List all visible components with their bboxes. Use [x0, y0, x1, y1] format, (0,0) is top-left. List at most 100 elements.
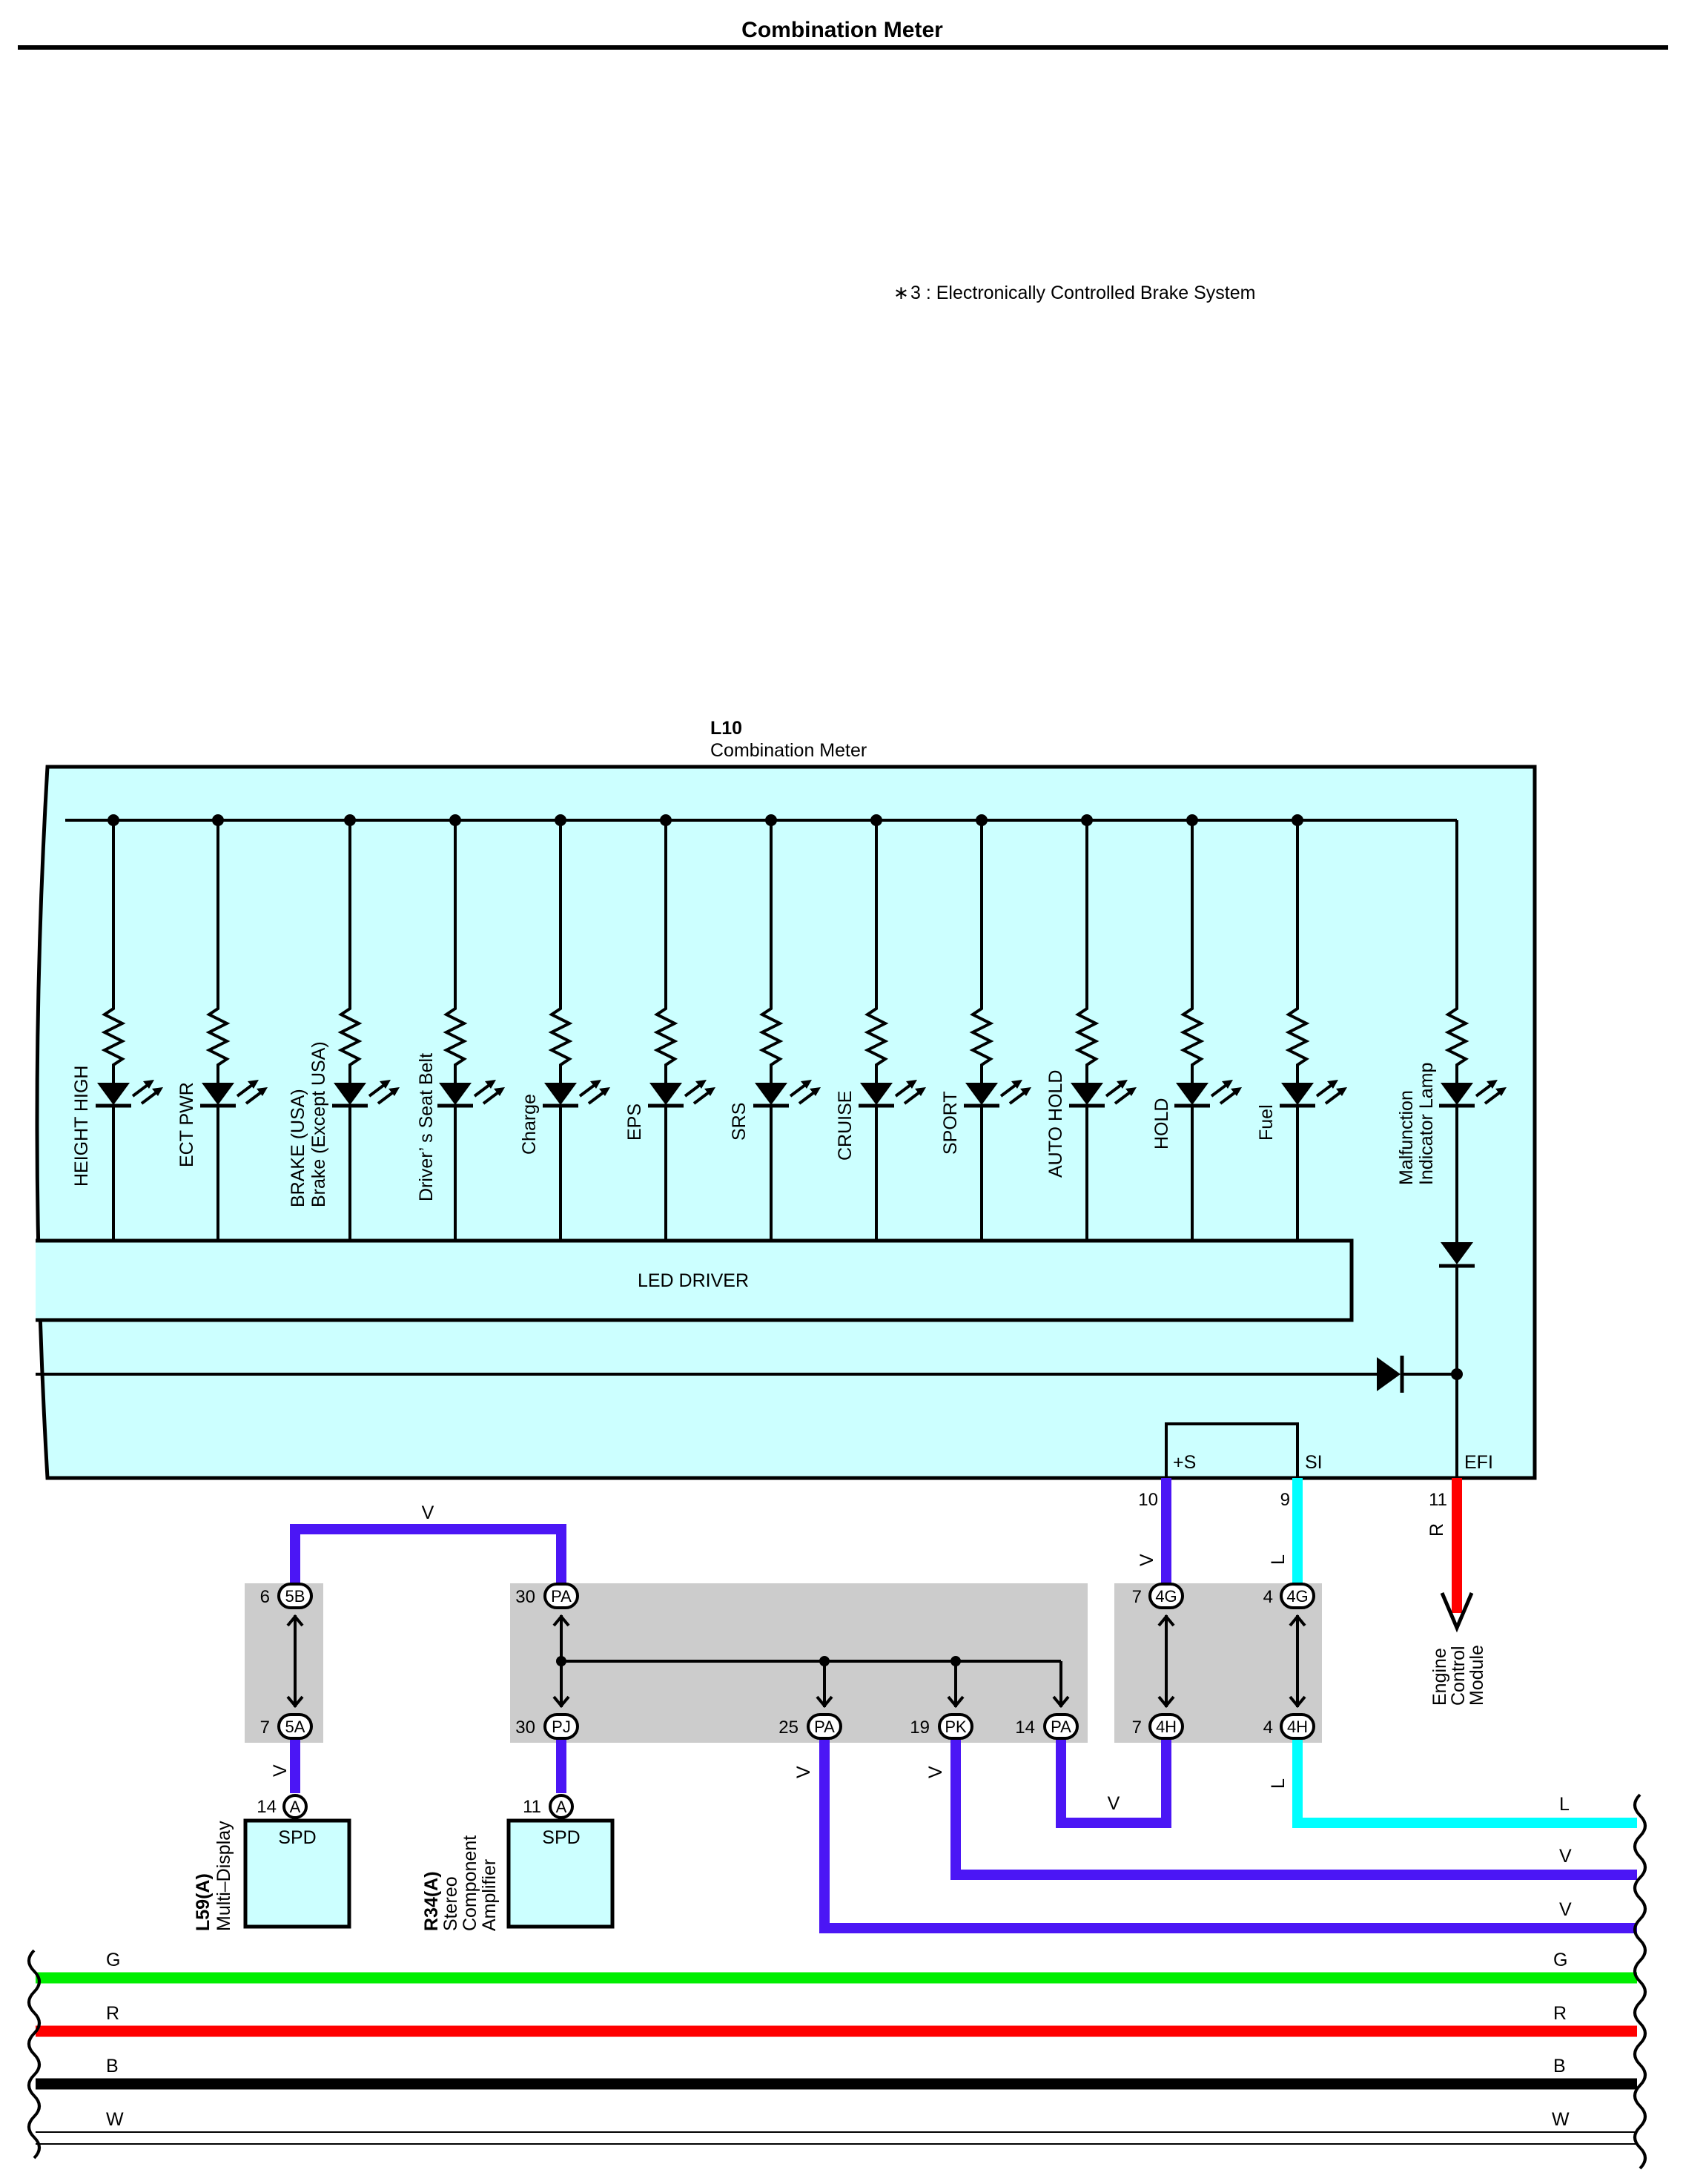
lamp-12-label: Fuel: [1256, 1104, 1277, 1141]
wire-label-l-si: L: [1268, 1554, 1289, 1565]
lamp-13-label-1: Malfunction: [1396, 1090, 1417, 1185]
multi-conn: A: [290, 1798, 301, 1816]
wire-label-r-efi: R: [1426, 1523, 1447, 1537]
lamp-6: EPS: [624, 814, 715, 1241]
pin-si: 9: [1280, 1490, 1290, 1510]
bus-b-label-left: B: [106, 2056, 119, 2076]
connector-pa-14-id: PA: [1051, 1718, 1071, 1736]
connector-4h-7-id: 4H: [1156, 1718, 1177, 1736]
note-symbol: ∗: [893, 283, 909, 303]
connector-4g-4-pin: 4: [1263, 1587, 1273, 1607]
connector-pk-id: PK: [945, 1718, 967, 1736]
wire-v-pa14: [1056, 1728, 1171, 1828]
wire-label-v-5a: V: [270, 1764, 291, 1777]
wire-label-v-pa14: V: [1108, 1793, 1120, 1814]
terminal-si: SI: [1305, 1452, 1323, 1473]
terminal-efi: EFI: [1464, 1452, 1493, 1473]
amp-name-1: Stereo: [440, 1876, 461, 1931]
wire-v-pa25-run: [819, 1728, 1637, 1933]
lamp-10-label: AUTO HOLD: [1045, 1070, 1066, 1178]
device-multi-display: A 14 SPD L59(A) Multi–Display: [193, 1794, 351, 1931]
wire-label-v-s: V: [1137, 1554, 1157, 1566]
connector-4h-7: 4H 7: [1132, 1713, 1184, 1740]
bus-g-label-right: G: [1553, 1950, 1567, 1970]
lamp-8-label: CRUISE: [835, 1091, 856, 1161]
lamp-11-label: HOLD: [1151, 1098, 1172, 1149]
wire-v-pk-run: [950, 1728, 1637, 1880]
connector-4g-7: 4G 7: [1132, 1583, 1184, 1609]
wire-l-run: [1292, 1728, 1637, 1828]
lamp-2: ECT PWR: [176, 814, 268, 1241]
connector-5b-pin: 6: [260, 1587, 270, 1607]
connector-4h-4-id: 4H: [1287, 1718, 1308, 1736]
amp-id: R34(A): [421, 1871, 442, 1931]
pin-s: 10: [1138, 1490, 1158, 1510]
amp-pin: 11: [523, 1797, 541, 1817]
bus-b-label-right: B: [1553, 2056, 1566, 2076]
bus-g: G G: [36, 1950, 1637, 1984]
amp-terminal: SPD: [542, 1827, 580, 1848]
connector-pa-top: PA 30: [515, 1583, 579, 1609]
jb3-internal: [1157, 1614, 1306, 1709]
lamp-1: HEIGHT HIGH: [71, 814, 163, 1241]
connector-pk: PK 19: [910, 1713, 973, 1740]
connector-4h-7-pin: 7: [1132, 1718, 1142, 1738]
bus-r: R R: [36, 2003, 1637, 2037]
bus-w: W W: [36, 2109, 1637, 2145]
s-si-loop: [1165, 1422, 1299, 1478]
connector-pa-top-pin: 30: [515, 1587, 535, 1607]
ecm-label-2: Control: [1448, 1646, 1469, 1706]
bus-w-label-left: W: [106, 2109, 124, 2130]
connector-5b-id: 5B: [285, 1587, 305, 1606]
meter-id: L10: [710, 718, 742, 739]
device-stereo-amplifier: A 11 SPD R34(A) Stereo Component Amplifi…: [421, 1794, 615, 1931]
lamp-9: SPORT: [940, 814, 1031, 1241]
lamp-13-label-2: Indicator Lamp: [1416, 1063, 1437, 1185]
ecm-label-3: Module: [1467, 1645, 1487, 1706]
lamp-5-label: Charge: [519, 1094, 540, 1155]
connector-4g-7-pin: 7: [1132, 1587, 1142, 1607]
multi-id: L59(A): [193, 1873, 214, 1931]
connector-pk-pin: 19: [910, 1718, 930, 1738]
connector-5a-pin: 7: [260, 1718, 270, 1738]
wire-label-l-4h: L: [1268, 1778, 1289, 1789]
amp-conn: A: [556, 1798, 567, 1816]
wire-v-top: [290, 1524, 566, 1594]
connector-pj-id: PJ: [552, 1718, 571, 1736]
connector-4g-7-id: 4G: [1155, 1587, 1177, 1606]
connector-4h-4: 4H 4: [1263, 1713, 1315, 1740]
page-title: Combination Meter: [741, 18, 943, 42]
ecm-arrow: [1440, 1592, 1474, 1633]
lamp-8: CRUISE: [835, 814, 926, 1241]
connector-4h-4-pin: 4: [1263, 1718, 1273, 1738]
lamp-11: HOLD: [1151, 814, 1242, 1241]
lamp-7: SRS: [729, 814, 821, 1241]
bus-r-label-left: R: [106, 2003, 119, 2024]
lamp-12: Fuel: [1256, 814, 1347, 1241]
lamp-9-label: SPORT: [940, 1091, 961, 1155]
connector-pj: PJ 30: [515, 1713, 579, 1740]
lamp-4: Driver’ s Seat Belt: [416, 814, 505, 1241]
lamp-6-label: EPS: [624, 1103, 645, 1141]
left-break-mark: [27, 1949, 41, 2160]
multi-name: Multi–Display: [214, 1821, 234, 1931]
lamp-13-mil: Malfunction Indicator Lamp: [1396, 1005, 1507, 1185]
lamp-1-label: HEIGHT HIGH: [71, 1066, 92, 1187]
connector-pa-25-id: PA: [814, 1718, 835, 1736]
lamp-4-label: Driver’ s Seat Belt: [416, 1053, 437, 1201]
multi-terminal: SPD: [278, 1827, 316, 1848]
junction-block-2: [510, 1583, 1088, 1743]
ecm-label-1: Engine: [1429, 1648, 1450, 1706]
jb1-internal: [286, 1614, 304, 1709]
wire-label-run-l: L: [1559, 1794, 1570, 1815]
lamp-7-label: SRS: [729, 1103, 750, 1141]
terminal-s: +S: [1173, 1452, 1196, 1473]
lamp-2-label: ECT PWR: [176, 1082, 197, 1167]
right-break-mark: [1633, 1793, 1647, 2170]
connector-5a-id: 5A: [285, 1718, 305, 1736]
amp-name-2: Component: [460, 1835, 480, 1931]
connector-pa-14: PA 14: [1015, 1713, 1079, 1740]
connector-pa-14-pin: 14: [1015, 1718, 1035, 1738]
bus-w-label-right: W: [1552, 2109, 1570, 2130]
bus-r-label-right: R: [1553, 2003, 1567, 2024]
